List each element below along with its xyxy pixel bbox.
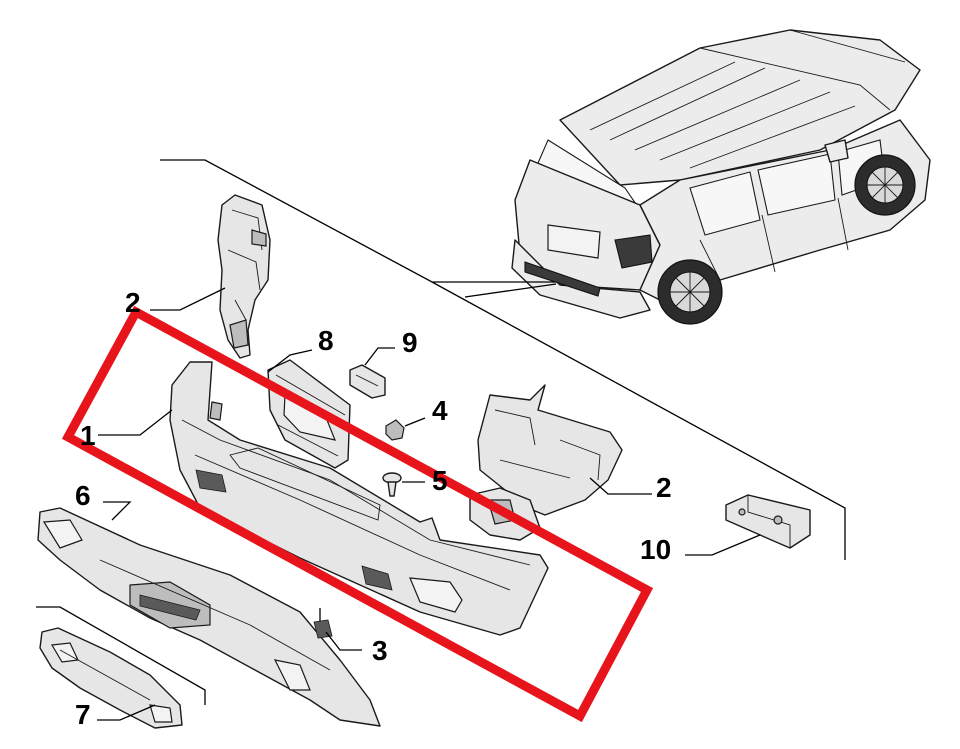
vehicle-illustration [511,29,931,325]
reference-lines [36,159,846,705]
part-6-lower-panel [37,507,381,727]
callout-7: 7 [75,699,91,730]
callout-5: 5 [432,465,448,496]
part-10-bracket [725,494,811,549]
callout-2-left: 2 [125,287,141,318]
callout-9: 9 [402,327,418,358]
callout-4: 4 [432,395,448,426]
callout-1: 1 [80,420,96,451]
callout-6: 6 [75,480,91,511]
callout-10: 10 [640,534,671,565]
part-5-screw [382,472,402,497]
leader-lines [97,287,761,721]
callout-3: 3 [372,635,388,666]
part-9-clip [349,364,386,399]
highlight-frame [61,305,654,723]
callout-labels: 1 2 2 3 4 5 6 7 8 9 10 [75,287,672,730]
part-3-clip [313,608,333,639]
part-7-skid-plate [39,627,183,729]
part-4-clip [385,419,405,441]
part-8-bracket [267,359,351,469]
part-2-right-bracket [469,384,623,541]
callout-8: 8 [318,325,334,356]
part-1-bumper-fascia [169,361,549,636]
part-2-left-bracket [217,194,271,359]
callout-2-right: 2 [656,472,672,503]
